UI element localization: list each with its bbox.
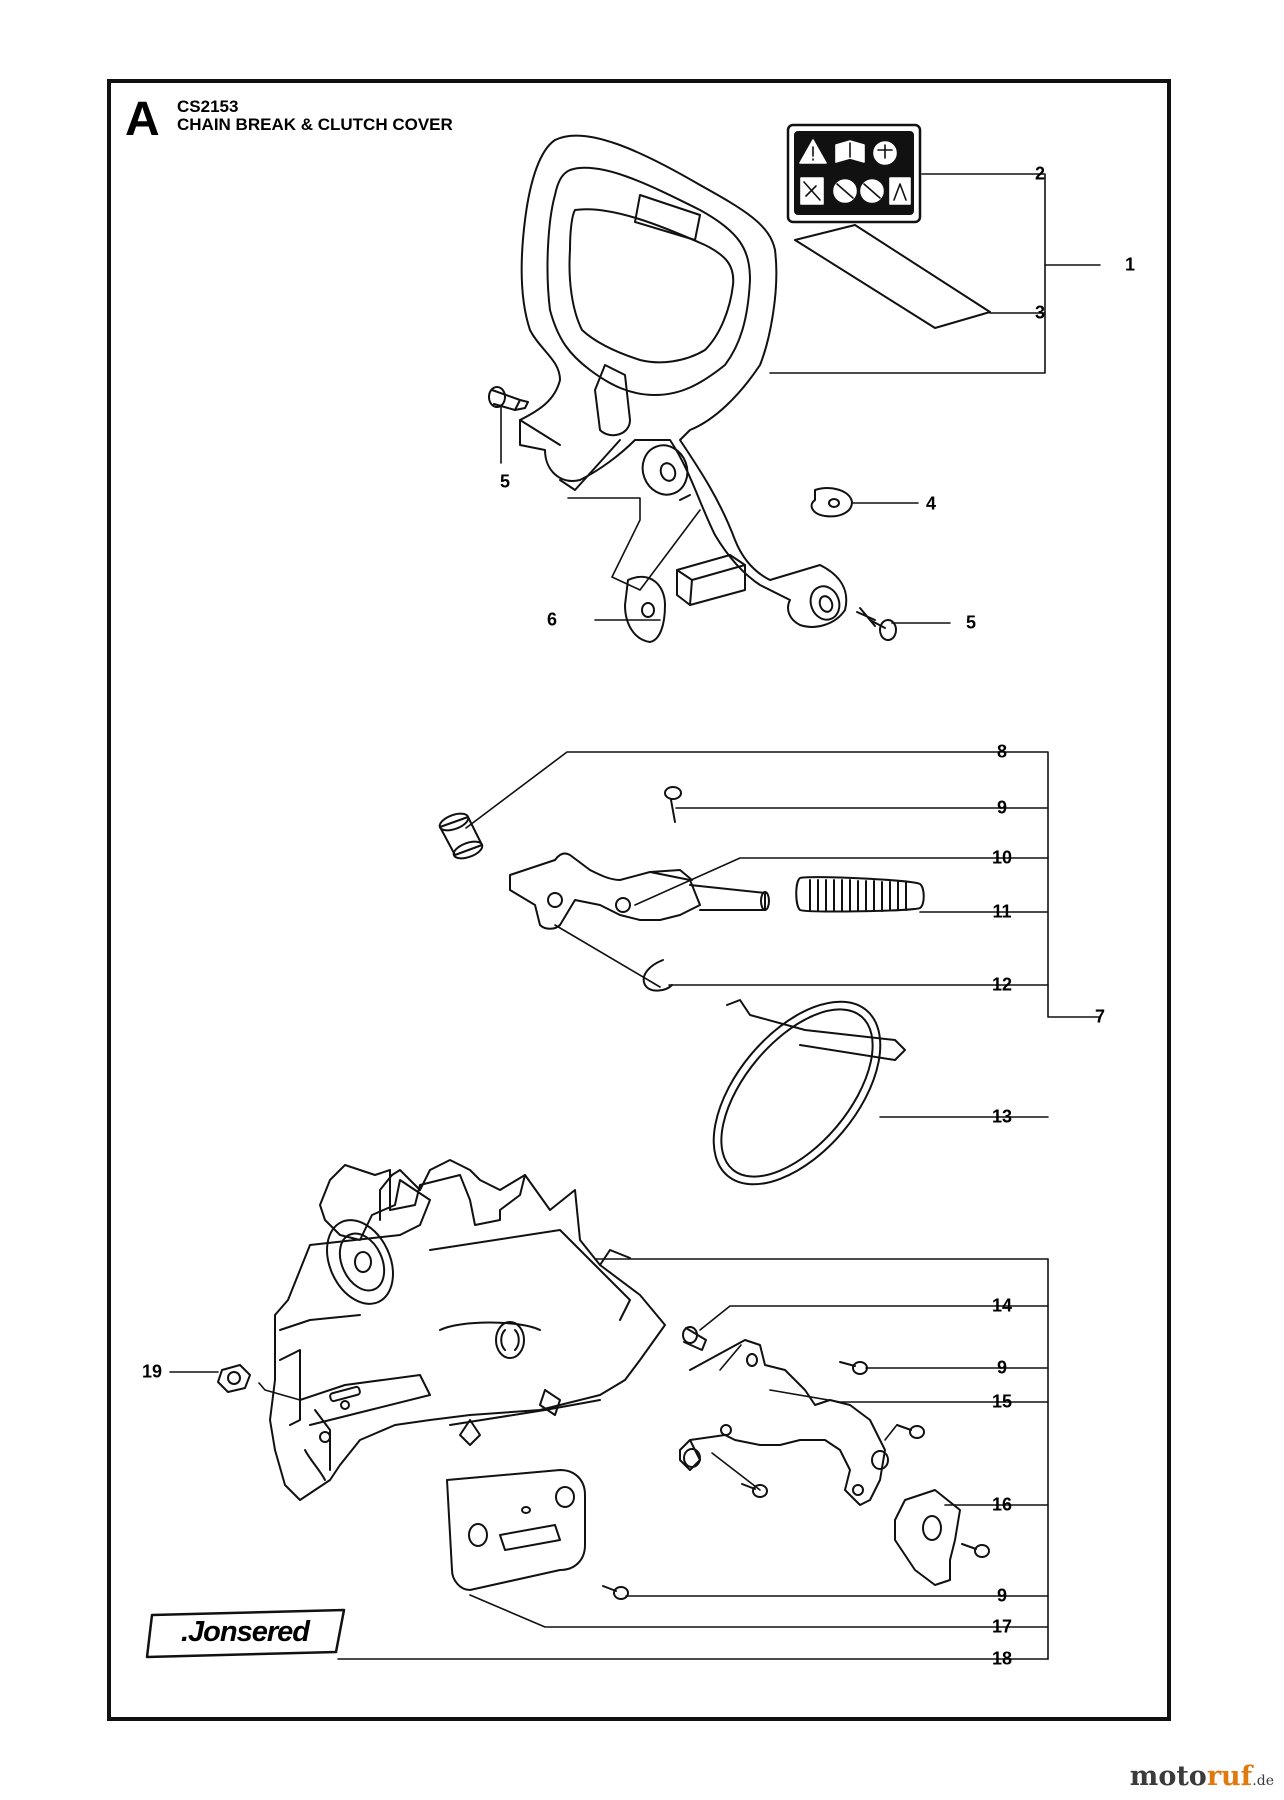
callout-1: 1 bbox=[1124, 254, 1135, 275]
pin-part bbox=[682, 1326, 707, 1351]
callout-3: 3 bbox=[1034, 302, 1045, 323]
hand-guard-part bbox=[519, 134, 848, 628]
callout-16: 16 bbox=[991, 1494, 1013, 1515]
chain-guide-part bbox=[679, 1339, 889, 1506]
clip-part bbox=[810, 487, 853, 518]
bushing-part bbox=[438, 812, 484, 860]
callout-19: 19 bbox=[141, 1361, 163, 1382]
cover-screws bbox=[602, 1361, 990, 1600]
nut-part bbox=[217, 1364, 251, 1393]
screw-part-lower bbox=[856, 607, 897, 641]
brand-logo: .Jonsered bbox=[181, 1615, 310, 1648]
callout-13: 13 bbox=[991, 1106, 1013, 1127]
callout-4: 4 bbox=[925, 493, 936, 514]
callout-2: 2 bbox=[1034, 163, 1045, 184]
screw-part-upper bbox=[488, 386, 529, 411]
retaining-clip-part bbox=[642, 959, 673, 992]
clutch-cover-part bbox=[269, 1159, 666, 1501]
brand-plate bbox=[145, 1608, 346, 1659]
section-letter: A bbox=[125, 93, 160, 146]
callout-9-c: 9 bbox=[996, 1585, 1007, 1606]
callout-14: 14 bbox=[991, 1295, 1013, 1316]
callout-12: 12 bbox=[991, 974, 1013, 995]
spring-part bbox=[795, 876, 925, 913]
callout-18: 18 bbox=[991, 1648, 1013, 1669]
callout-9-b: 9 bbox=[996, 1357, 1007, 1378]
callout-5-lower: 5 bbox=[965, 612, 976, 633]
diagram-title: CHAIN BREAK & CLUTCH COVER bbox=[177, 115, 453, 134]
callout-10: 10 bbox=[991, 847, 1013, 868]
brake-lever-part bbox=[509, 852, 770, 930]
model-number: CS2153 bbox=[177, 97, 239, 116]
watermark: motoruf.de bbox=[1129, 1761, 1274, 1792]
small-screw-part bbox=[664, 786, 682, 823]
callout-9-a: 9 bbox=[996, 797, 1007, 818]
callout-11: 11 bbox=[992, 901, 1012, 922]
leader-lines bbox=[169, 173, 1101, 1660]
cover-plate-part bbox=[446, 1469, 586, 1591]
callout-7: 7 bbox=[1094, 1006, 1105, 1027]
bracket-part bbox=[624, 554, 746, 643]
chain-catcher-part bbox=[894, 1489, 961, 1586]
warning-decal-part bbox=[786, 123, 922, 224]
callout-8: 8 bbox=[996, 741, 1007, 762]
diagram-frame bbox=[107, 79, 1171, 1721]
callout-5-upper: 5 bbox=[499, 471, 510, 492]
callout-6: 6 bbox=[546, 609, 557, 630]
brake-band-part bbox=[712, 999, 906, 1186]
callout-17: 17 bbox=[991, 1616, 1013, 1637]
sticker-part bbox=[794, 224, 991, 329]
callout-15: 15 bbox=[991, 1391, 1013, 1412]
